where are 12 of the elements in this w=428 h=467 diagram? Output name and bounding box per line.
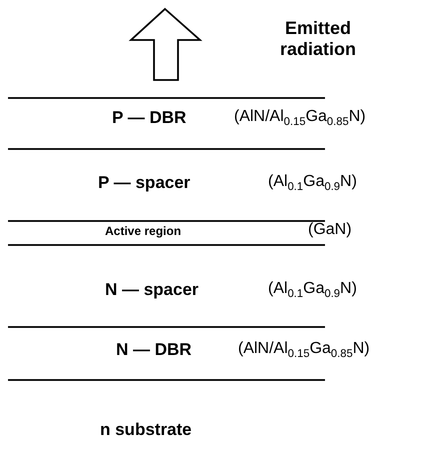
layer-label: Active region [105, 225, 182, 239]
formula-label: (GaN) [308, 221, 352, 240]
layer-label: P — spacer [98, 173, 190, 193]
formula-label: (Al$_{0.1}$Ga$_{0.9}$N) [268, 280, 357, 301]
formula-label: (Al$_{0.1}$Ga$_{0.9}$N) [268, 173, 357, 194]
layer-label: P — DBR [112, 108, 186, 128]
formula-label: (AlN/Al$_{0.15}$Ga$_{0.85}$N) [238, 340, 370, 361]
formula-label: (AlN/Al$_{0.15}$Ga$_{0.85}$N) [234, 108, 366, 129]
layer-label: N — DBR [116, 340, 192, 360]
layer-label: n substrate [100, 420, 192, 440]
caption-text: Emitted radiation [278, 18, 357, 60]
layer-label: N — spacer [105, 280, 199, 300]
